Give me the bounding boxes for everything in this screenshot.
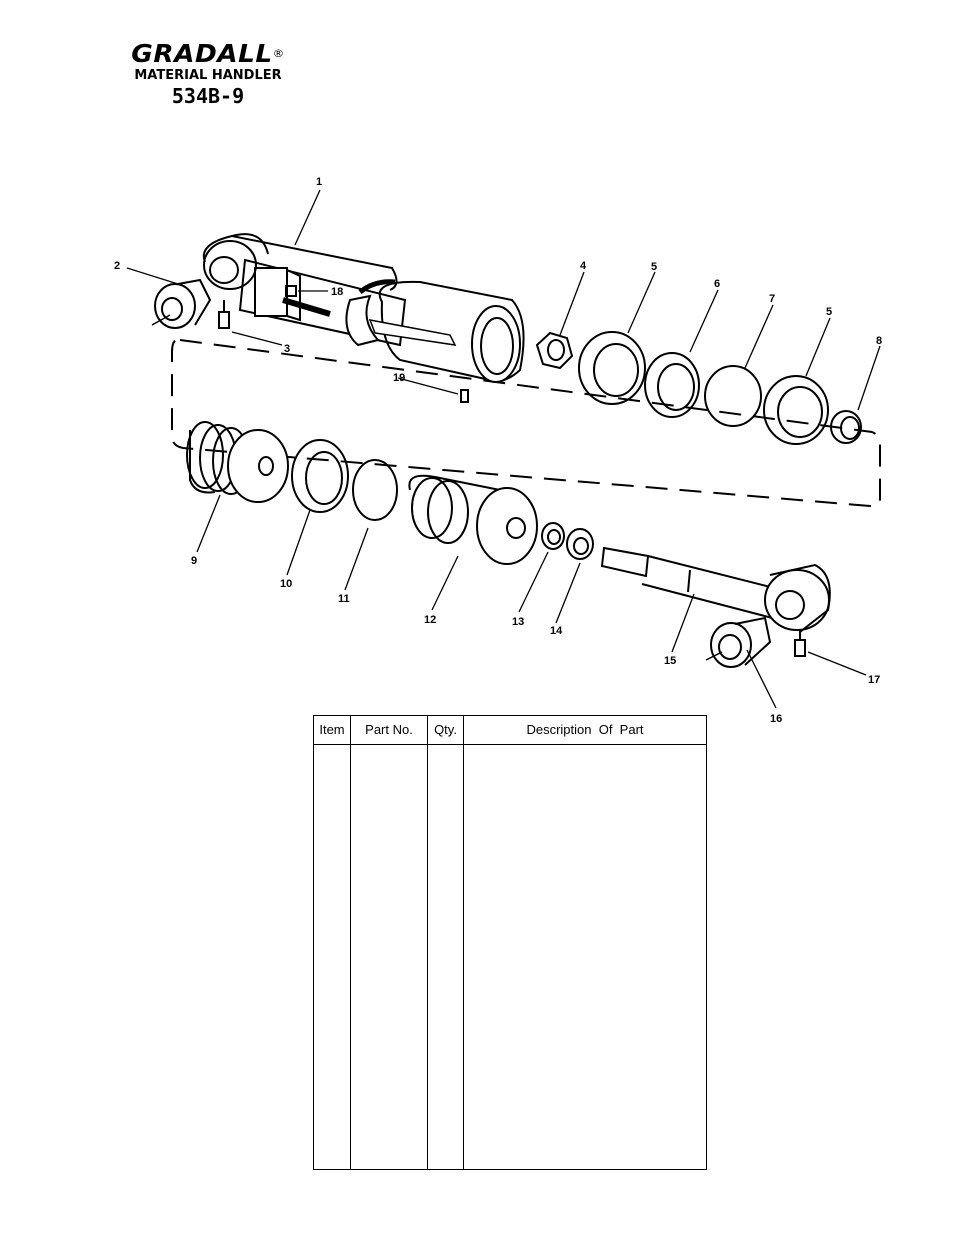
part-7-o-ring [704,365,762,427]
callout-label: 18 [331,286,343,298]
callout-label: 13 [512,616,524,628]
part-12-gland [408,474,538,565]
callout-labels: 1 2 3 4 5 6 7 5 8 9 10 11 12 13 14 15 16… [114,176,882,725]
brand-name: GRADALL [131,39,273,68]
callout-label: 9 [191,555,197,567]
brand-logo: GRADALL® [103,40,313,68]
model-number: 534B-9 [171,84,245,108]
column-divider [350,716,351,1169]
part-4-nut [535,331,574,370]
callout-label: 14 [550,625,563,637]
callout-label: 5 [651,261,657,273]
header-part-no: Part No. [365,722,413,737]
callout-label: 2 [114,260,120,272]
header-qty: Qty. [434,722,457,737]
assembly-path-dashed [171,338,881,508]
callout-label: 7 [769,293,775,305]
callout-label: 16 [770,713,782,725]
callout-label: 19 [393,372,405,384]
registered-mark: ® [272,47,285,60]
part-9-piston [186,421,289,503]
part-1-barrel [202,233,525,383]
part-10-ring [291,439,349,513]
column-divider [463,716,464,1169]
callout-label: 3 [284,343,290,355]
logo-block: GRADALL® MATERIAL HANDLER 534B-9 [108,40,308,108]
part-5-ring-a [578,331,646,405]
callout-label: 11 [338,593,350,605]
callout-label: 1 [316,176,322,188]
exploded-parts-diagram: 1 2 3 4 5 6 7 5 8 9 10 11 12 13 14 15 16… [114,176,882,725]
part-2-bushing [151,240,257,329]
callout-label: 5 [826,306,832,318]
part-19-screw [460,389,469,403]
part-14-washer [566,528,594,560]
part-16-bushing [705,616,772,668]
callout-label: 8 [876,335,882,347]
callout-label: 17 [868,674,880,686]
part-18-screw [285,285,297,297]
parts-table: Item Part No. Qty. Description Of Part [313,715,707,1170]
callout-label: 15 [664,655,676,667]
product-subtitle: MATERIAL HANDLER [134,68,282,83]
callout-label: 4 [580,260,587,272]
part-3-grease-fitting [218,300,230,329]
leader-lines [126,189,881,709]
header-description: Description Of Part [526,722,644,737]
part-8-wiper [830,410,862,444]
callout-label: 12 [424,614,436,626]
part-6-seal [644,352,700,418]
part-15-rod [600,546,831,633]
callout-label: 10 [280,578,292,590]
part-13-washer [541,522,565,550]
callout-label: 6 [714,278,720,290]
header-item: Item [319,722,345,737]
part-17-grease-fitting [794,630,806,657]
column-divider [427,716,428,1169]
part-5-ring-b [763,375,829,445]
table-header-row: Item Part No. Qty. Description Of Part [314,716,706,745]
part-11-o-ring [352,459,398,521]
